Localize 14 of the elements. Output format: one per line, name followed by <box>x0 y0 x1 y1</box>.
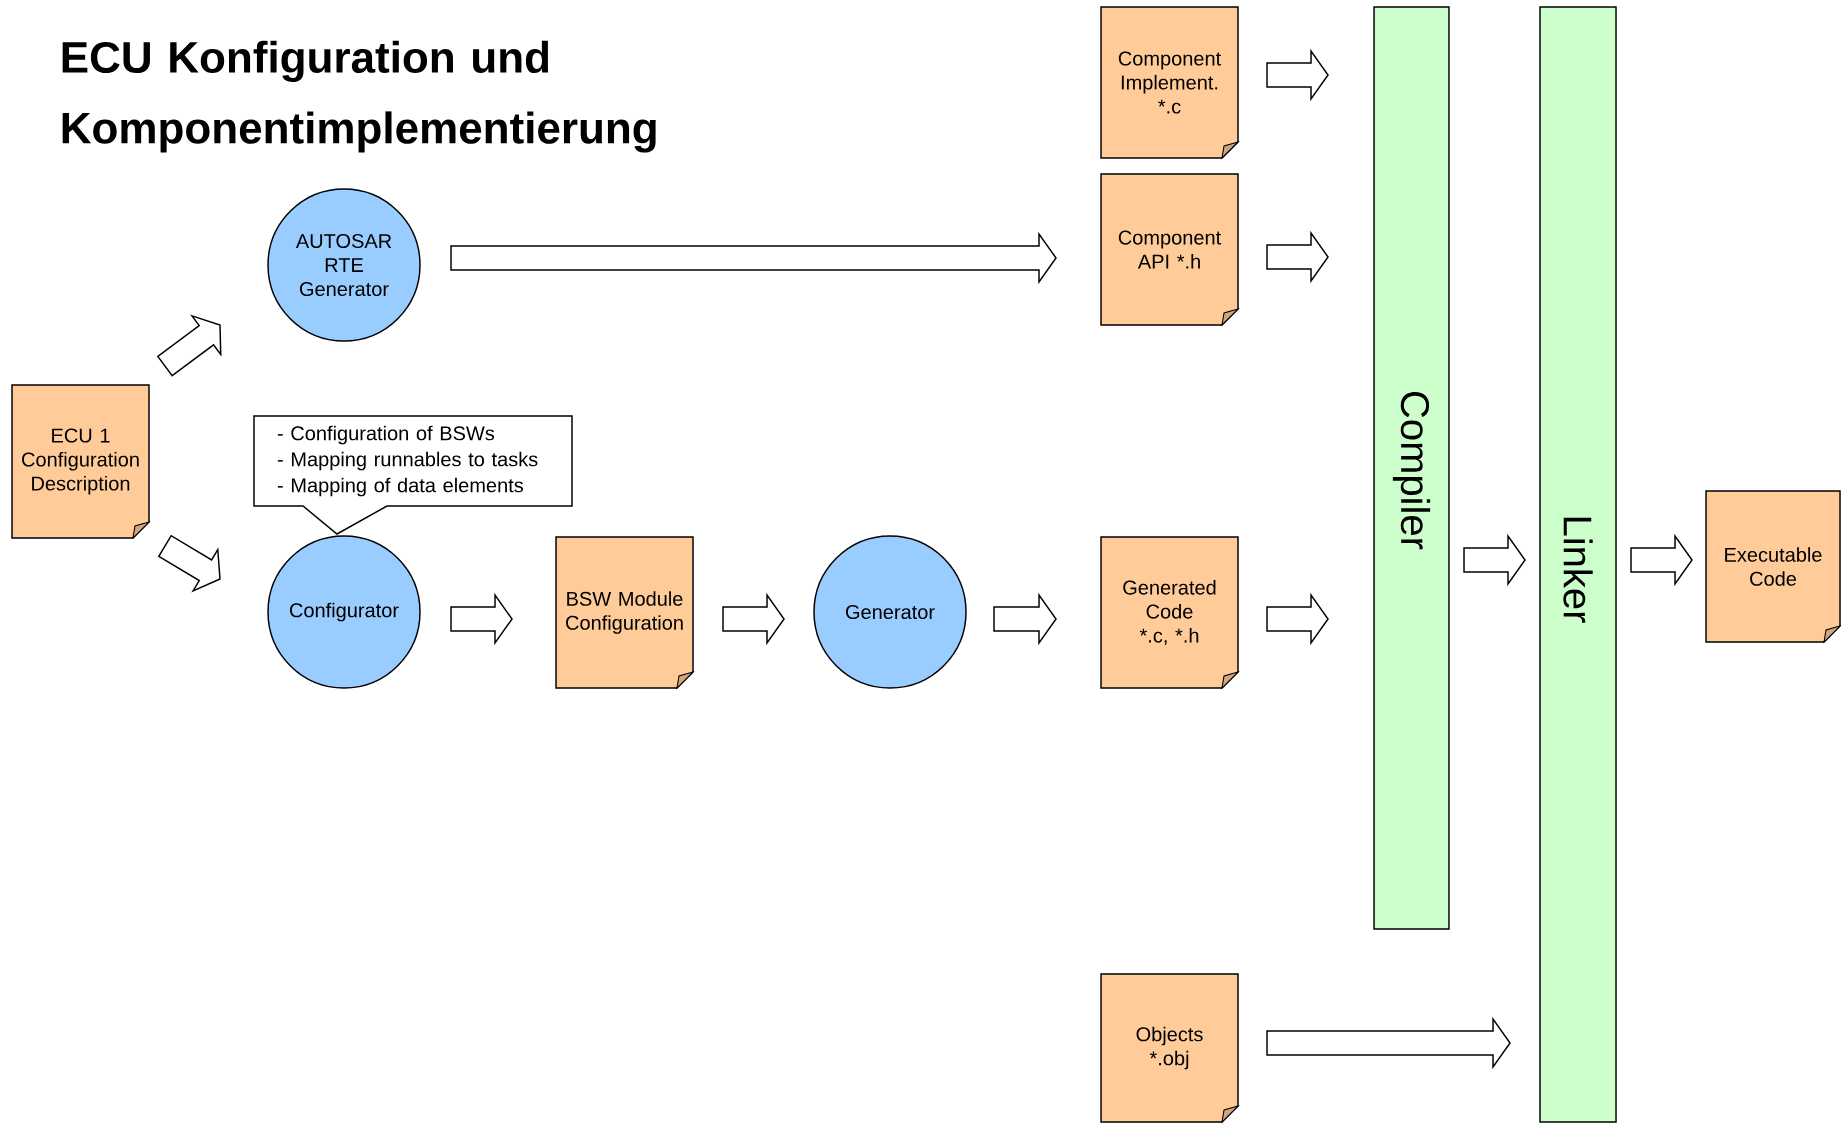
block-arrow <box>1266 48 1329 102</box>
block-arrow <box>993 592 1057 646</box>
tool-bar: Compiler <box>1373 6 1450 930</box>
tool-bar: Linker <box>1539 6 1617 1123</box>
block-arrow <box>722 592 785 646</box>
block-arrow <box>450 231 1057 285</box>
block-arrow <box>1463 533 1526 587</box>
block-arrow <box>1630 533 1693 587</box>
block-arrow <box>1266 1016 1511 1070</box>
callout-box: - Configuration of BSWs - Mapping runnables to tasks - Mapping of data elements <box>253 415 573 535</box>
title: ECU Konfiguration und Komponentimplementierung <box>62 40 656 153</box>
block-arrow <box>1266 592 1329 646</box>
block-arrow <box>450 592 513 646</box>
block-arrow <box>1266 230 1329 284</box>
